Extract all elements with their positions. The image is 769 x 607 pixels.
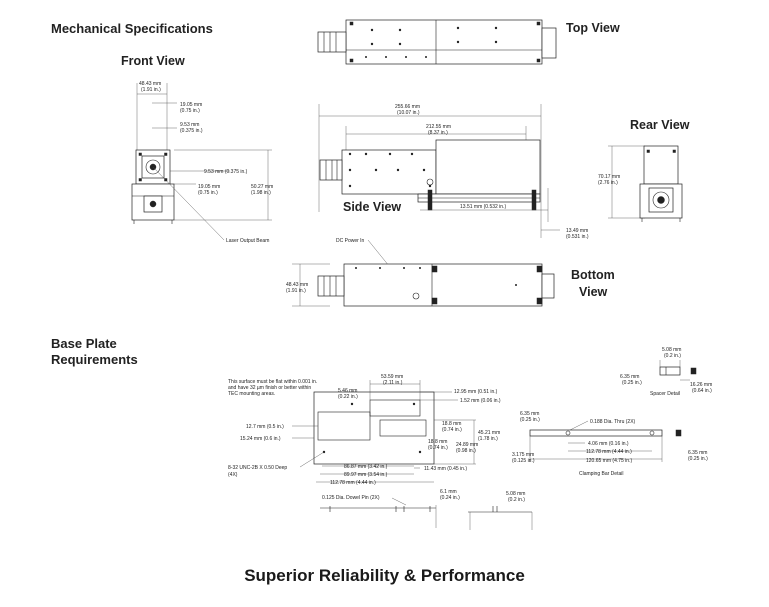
mechanical-specifications-heading: Mechanical Specifications: [51, 21, 213, 36]
dim-sp-16-26-in: (0.64 in.): [692, 388, 712, 394]
dim-cb-6-35-right-in: (0.25 in.): [688, 456, 708, 462]
dim-bp-45-21-in: (1.78 in.): [478, 436, 498, 442]
thru-hole-label: 0.188 Dia. Thru (2X): [590, 419, 636, 425]
dim-rear-70-17-in: (2.76 in.): [598, 180, 618, 186]
dim-front-9-53-inline: 9.53 mm (0.375 in.): [204, 169, 248, 175]
dim-bp-15-24: 15.24 mm (0.6 in.): [240, 436, 281, 442]
dim-front-9-53-mm: 9.53 mm: [180, 122, 199, 128]
dim-side-13-51: 13.51 mm (0.532 in.): [460, 204, 506, 210]
dim-sp-5-08-mm: 5.08 mm: [662, 347, 681, 353]
dim-bp-89-97: 89.97 mm (3.54 in.): [344, 472, 388, 478]
flat-note-line3: TEC mounting areas.: [228, 391, 275, 397]
front-view-drawing: 48.43 mm (1.91 in.) 19.05 mm (0.75 in.) …: [131, 81, 273, 244]
rear-view-drawing: 70.17 mm (2.76 in.): [598, 145, 683, 222]
dim-bp-5-46-mm: 5.46 mm: [338, 388, 357, 394]
dim-bp-11-43: 11.43 mm (0.45 in.): [424, 466, 467, 472]
base-plate-heading-line1: Base Plate: [51, 336, 117, 351]
dim-bp-24-89-in: (0.98 in.): [456, 448, 476, 454]
top-view-title: Top View: [566, 21, 620, 35]
dim-bp-112-78: 112.78 mm (4.44 in.): [330, 480, 376, 486]
flat-note-line2: and have 32 µm finish or better within: [228, 385, 311, 391]
dim-sp-5-08-in: (0.2 in.): [664, 353, 681, 359]
dim-front-width-in: (1.91 in.): [141, 87, 161, 93]
dim-bottom-48-43-mm: 48.43 mm: [286, 282, 308, 288]
dim-cb-3-175-in: (0.125 in.): [512, 458, 535, 464]
dim-side-255-mm: 255.66 mm: [395, 104, 420, 110]
dim-sp-6-35-in: (0.25 in.): [622, 380, 642, 386]
dowel-pin-label: 0.125 Dia. Dowel Pin (2X): [322, 495, 380, 501]
dim-front-50-27-in: (1.98 in.): [251, 190, 271, 196]
dim-bp-5-08-in: (0.2 in.): [508, 497, 525, 503]
bottom-view-drawing: 48.43 mm (1.91 in.): [286, 263, 555, 307]
dim-bp-6-1-in: (0.24 in.): [440, 495, 460, 501]
dim-cb-3-175-mm: 3.175 mm: [512, 452, 534, 458]
dim-sp-6-35-mm: 6.35 mm: [620, 374, 639, 380]
dim-bp-86-87: 86.87 mm (3.42 in.): [344, 464, 388, 470]
dim-bp-45-21-mm: 45.21 mm: [478, 430, 500, 436]
side-view-drawing: 255.66 mm (10.07 in.) 212.55 mm (8.37 in…: [318, 104, 589, 299]
laser-output-beam-label: Laser Output Beam: [226, 238, 269, 244]
bottom-view-title-line2: View: [579, 285, 608, 299]
dim-front-50-27-mm: 50.27 mm: [251, 184, 273, 190]
dim-bp-5-46-in: (0.22 in.): [338, 394, 358, 400]
clamping-bar-detail-label: Clamping Bar Detail: [579, 471, 623, 477]
unc-note-line1: 8-32 UNC-2B X 0.50 Deep: [228, 465, 287, 471]
front-view-title: Front View: [121, 54, 185, 68]
spacer-detail-label: Spacer Detail: [650, 391, 680, 397]
dim-cb-6-35-right-mm: 6.35 mm: [688, 450, 707, 456]
dim-cb-6-35-top-mm: 6.35 mm: [520, 411, 539, 417]
base-plate-heading-line2: Requirements: [51, 352, 138, 367]
dim-side-212-in: (8.37 in.): [428, 130, 448, 136]
top-view-drawing: [317, 19, 557, 65]
dim-bp-6-1-mm: 6.1 mm: [440, 489, 457, 495]
dim-front-19-05-top-in: (0.75 in.): [180, 108, 200, 114]
dim-bp-18-8-a-in: (0.74 in.): [442, 427, 462, 433]
dim-bp-18-8-b-in: (0.74 in.): [428, 445, 448, 451]
dim-front-9-53-in: (0.375 in.): [180, 128, 203, 134]
base-plate-drawing: This surface must be flat within 0.001 i…: [228, 374, 533, 530]
dim-side-212-mm: 212.55 mm: [426, 124, 451, 130]
dim-front-19-05-top-mm: 19.05 mm: [180, 102, 202, 108]
dim-side-13-49-mm: 13.49 mm: [566, 228, 588, 234]
dim-bp-5-08-mm: 5.08 mm: [506, 491, 525, 497]
dim-side-13-49-in: (0.531 in.): [566, 234, 589, 240]
dim-bp-18-8-a-mm: 18.8 mm: [442, 421, 461, 427]
flat-note-line1: This surface must be flat within 0.001 i…: [228, 379, 317, 385]
dim-rear-70-17-mm: 70.17 mm: [598, 174, 620, 180]
dc-power-in-label: DC Power In: [336, 238, 365, 244]
dim-bp-24-89-mm: 24.89 mm: [456, 442, 478, 448]
dim-front-19-05-low-in: (0.75 in.): [198, 190, 218, 196]
dim-bp-53-59-in: (2.11 in.): [383, 380, 403, 386]
dim-bp-18-8-b-mm: 18.8 mm: [428, 439, 447, 445]
footer-tagline: Superior Reliability & Performance: [244, 566, 525, 585]
dim-sp-16-26-mm: 16.26 mm: [690, 382, 712, 388]
dim-cb-4-06: 4.06 mm (0.16 in.): [588, 441, 629, 447]
dim-bp-12-7: 12.7 mm (0.5 in.): [246, 424, 284, 430]
dim-front-19-05-low-mm: 19.05 mm: [198, 184, 220, 190]
rear-view-title: Rear View: [630, 118, 690, 132]
dim-cb-120-65: 120.65 mm (4.75 in.): [586, 458, 632, 464]
dim-front-width-mm: 48.43 mm: [139, 81, 161, 87]
bottom-view-title-line1: Bottom: [571, 268, 615, 282]
dim-bp-1-52: 1.52 mm (0.06 in.): [460, 398, 501, 404]
clamping-bar-detail-drawing: 6.35 mm (0.25 in.) 0.188 Dia. Thru (2X) …: [512, 411, 708, 477]
dim-cb-6-35-top-in: (0.25 in.): [520, 417, 540, 423]
spacer-detail-drawing: 5.08 mm (0.2 in.) 6.35 mm (0.25 in.) 16.…: [620, 347, 712, 397]
dim-side-255-in: (10.07 in.): [397, 110, 420, 116]
dim-cb-112-78: 112.78 mm (4.44 in.): [586, 449, 632, 455]
dim-bp-53-59-mm: 53.59 mm: [381, 374, 403, 380]
side-view-title: Side View: [343, 200, 402, 214]
dim-bottom-48-43-in: (1.91 in.): [286, 288, 306, 294]
unc-note-line2: (4X): [228, 472, 238, 478]
dim-bp-12-95: 12.95 mm (0.51 in.): [454, 389, 498, 395]
